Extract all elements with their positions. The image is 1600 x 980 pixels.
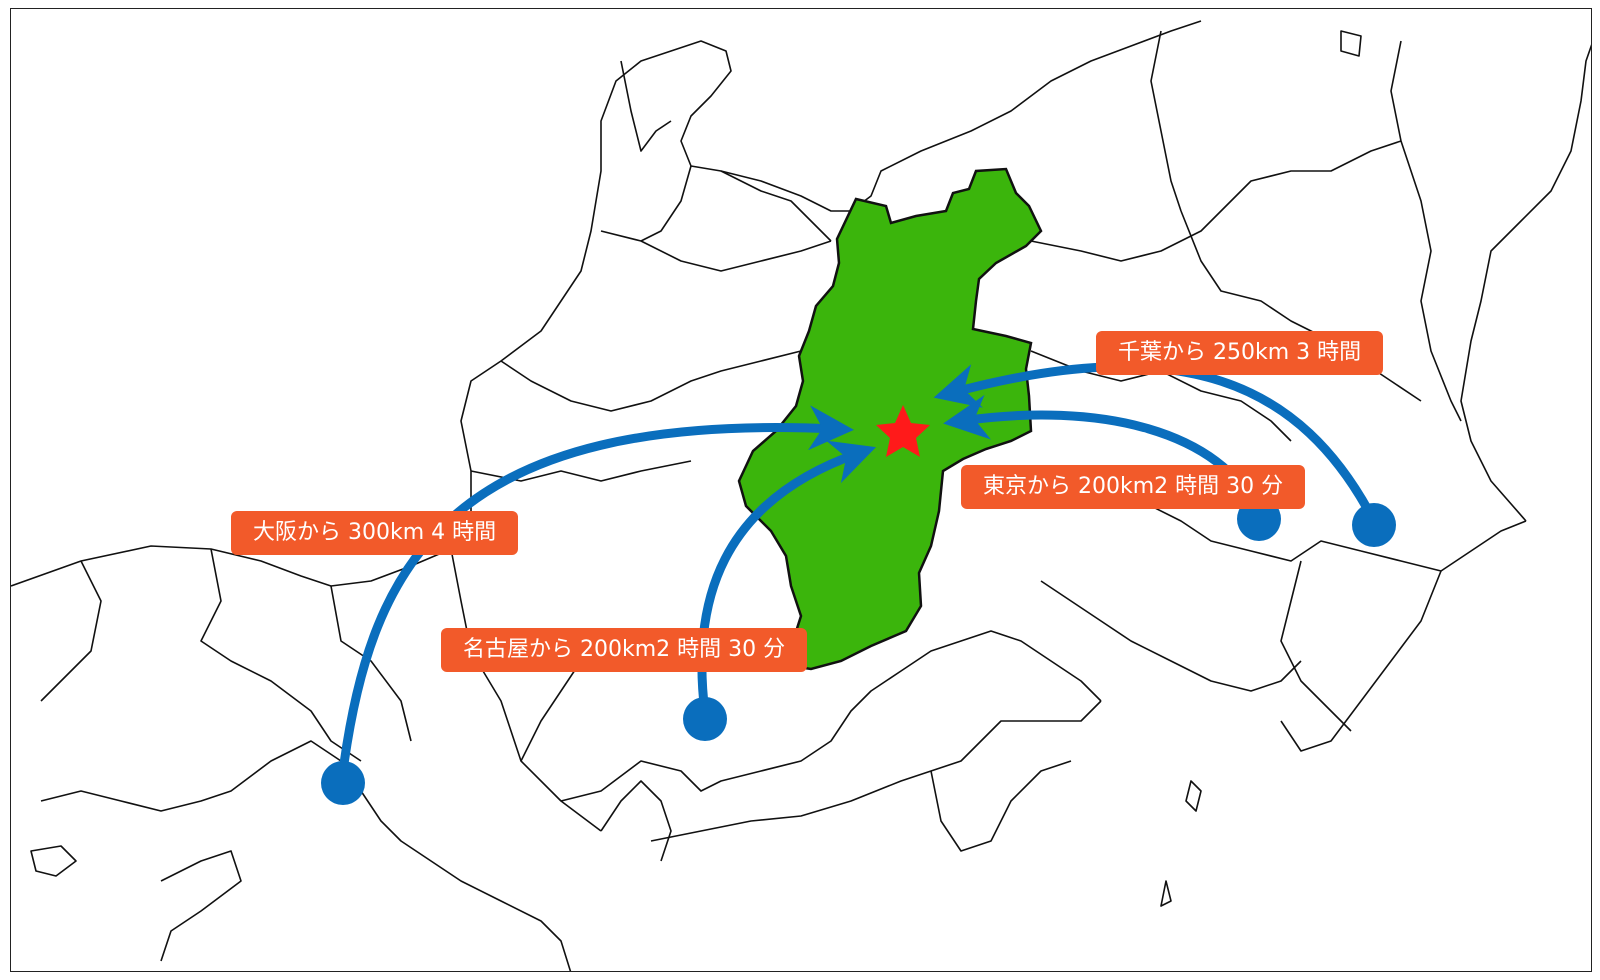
origin-dot-chiba (1352, 503, 1396, 547)
star-icon (876, 405, 930, 457)
route-label-nagoya: 名古屋から 200km2 時間 30 分 (441, 628, 808, 672)
map-canvas (11, 20, 1591, 971)
route-arrow-chiba (933, 362, 1379, 526)
route-label-tokyo: 東京から 200km2 時間 30 分 (961, 465, 1306, 509)
origin-dots (321, 497, 1396, 805)
map-frame: 大阪から 300km 4 時間 名古屋から 200km2 時間 30 分 東京か… (10, 8, 1592, 972)
prefecture-borders (11, 20, 1591, 971)
origin-dot-osaka (321, 761, 365, 805)
route-label-osaka: 大阪から 300km 4 時間 (231, 511, 519, 555)
route-label-chiba: 千葉から 250km 3 時間 (1096, 331, 1384, 375)
origin-dot-nagoya (683, 697, 727, 741)
highlighted-prefecture (737, 167, 1043, 671)
